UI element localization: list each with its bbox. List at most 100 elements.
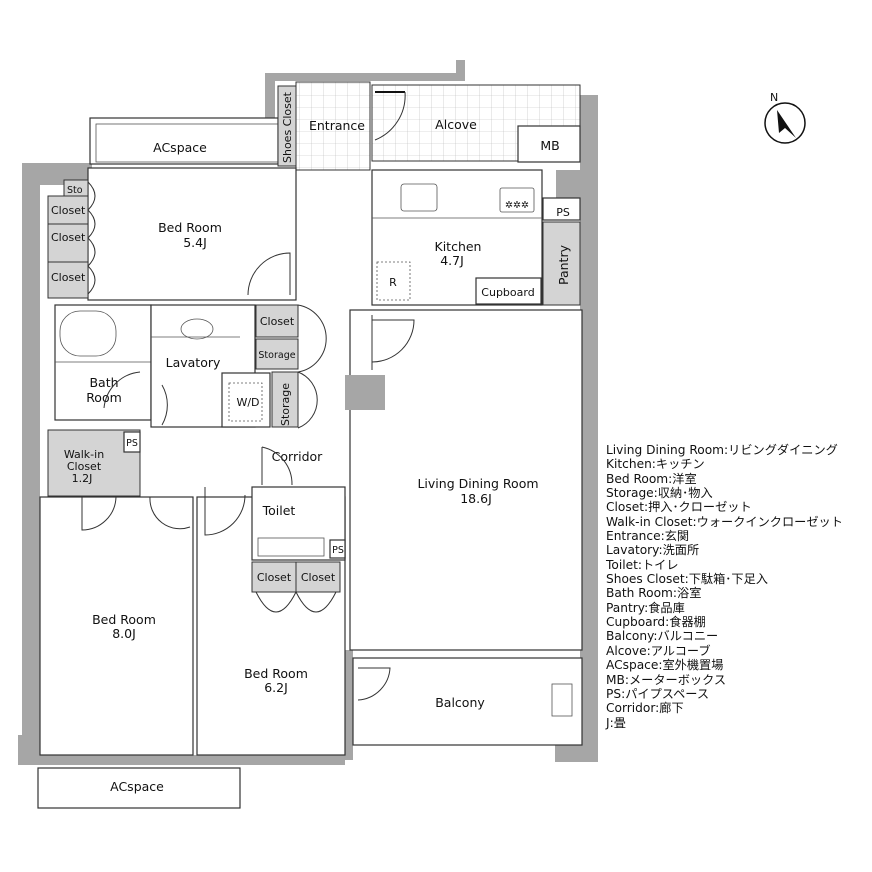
kitchen[interactable]: ✲✲✲ Kitchen 4.7J R Cupboard: [371, 169, 543, 306]
shoes-closet[interactable]: Shoes Closet: [277, 85, 297, 167]
svg-text:6.2J: 6.2J: [264, 680, 288, 695]
lav-closet[interactable]: Closet: [255, 304, 299, 338]
svg-text:Cupboard: Cupboard: [481, 286, 534, 299]
svg-text:PS: PS: [332, 545, 344, 556]
svg-text:Bath: Bath: [89, 375, 118, 390]
svg-text:Pantry: Pantry: [556, 244, 571, 285]
bedroom-closets[interactable]: Sto Closet Closet Closet: [47, 179, 96, 299]
svg-text:Closet: Closet: [257, 571, 292, 584]
svg-text:1.2J: 1.2J: [72, 472, 93, 485]
toilet[interactable]: Toilet PS: [251, 486, 346, 561]
stove-icon: [499, 187, 535, 213]
svg-text:Closet: Closet: [67, 460, 102, 473]
legend-item: Balcony:バルコニー: [606, 629, 719, 644]
legend-item: Closet:押入･クローゼット: [606, 500, 752, 515]
svg-text:Closet: Closet: [51, 271, 86, 284]
entrance[interactable]: Entrance: [295, 81, 371, 171]
bathtub-icon: [59, 310, 117, 357]
bedroom-8-0[interactable]: Bed Room 8.0J: [39, 496, 194, 756]
svg-text:MB: MB: [540, 138, 559, 153]
north-arrow-icon: N: [764, 91, 806, 144]
bedroom-5-4[interactable]: Bed Room 5.4J: [87, 167, 297, 301]
svg-text:Kitchen: Kitchen: [435, 239, 482, 254]
svg-text:Toilet: Toilet: [262, 503, 296, 518]
svg-text:Alcove: Alcove: [435, 117, 477, 132]
bedroom-6-2[interactable]: Bed Room 6.2J: [196, 487, 346, 756]
svg-text:Closet: Closet: [260, 315, 295, 328]
svg-text:Living Dining Room: Living Dining Room: [417, 476, 538, 491]
svg-text:Shoes Closet: Shoes Closet: [281, 91, 294, 163]
svg-text:Storage: Storage: [258, 350, 295, 361]
toilet-closets[interactable]: Closet Closet: [251, 561, 341, 613]
svg-text:Lavatory: Lavatory: [166, 355, 221, 370]
legend-item: Toilet:トイレ: [606, 557, 679, 572]
legend-item: Kitchen:キッチン: [606, 457, 705, 472]
legend-item: ACspace:室外機置場: [606, 658, 724, 673]
toilet-fixture: [257, 537, 325, 557]
washer-dryer: W/D: [221, 372, 271, 428]
bedroom-door[interactable]: [247, 252, 291, 296]
svg-text:18.6J: 18.6J: [460, 491, 492, 506]
legend-item: Entrance:玄関: [606, 529, 690, 544]
bath-room[interactable]: Bath Room: [54, 304, 152, 421]
svg-text:Bed Room: Bed Room: [92, 612, 156, 627]
living-dining-room[interactable]: Living Dining Room 18.6J: [345, 309, 583, 651]
legend-item: Cupboard:食器棚: [606, 615, 706, 630]
svg-text:PS: PS: [556, 206, 570, 219]
svg-text:PS: PS: [126, 438, 138, 449]
svg-text:ACspace: ACspace: [153, 140, 207, 155]
acspace-bottom: ACspace: [37, 767, 241, 809]
svg-text:N: N: [770, 91, 778, 104]
ps-kitchen: PS: [542, 197, 581, 221]
pantry[interactable]: Pantry: [542, 221, 581, 306]
washbasin-icon: [180, 318, 214, 340]
closet-doors[interactable]: [297, 304, 327, 429]
lav-storage[interactable]: Storage: [255, 338, 299, 370]
walk-in-closet[interactable]: Walk-in Closet 1.2J PS: [47, 429, 141, 497]
legend-item: Corridor:廊下: [606, 701, 684, 716]
living-door: [371, 315, 415, 370]
svg-text:Room: Room: [86, 390, 122, 405]
svg-text:Corridor: Corridor: [272, 449, 323, 464]
corridor: Corridor: [261, 446, 323, 486]
svg-text:W/D: W/D: [236, 396, 259, 409]
bedroom-door: [204, 487, 246, 536]
legend-item: Pantry:食品庫: [606, 600, 685, 615]
svg-text:Balcony: Balcony: [435, 695, 485, 710]
bedroom-door: [81, 496, 191, 531]
svg-text:Entrance: Entrance: [309, 118, 365, 133]
legend-item: Alcove:アルコーブ: [606, 643, 711, 658]
svg-text:Bed Room: Bed Room: [158, 220, 222, 235]
balcony: Balcony: [352, 657, 583, 746]
lavatory-door: [161, 384, 168, 426]
svg-text:R: R: [389, 276, 397, 289]
mb-box[interactable]: MB: [517, 125, 581, 163]
svg-text:8.0J: 8.0J: [112, 626, 136, 641]
svg-text:Closet: Closet: [301, 571, 336, 584]
svg-text:Storage: Storage: [279, 383, 292, 426]
legend-item: Shoes Closet:下駄箱･下足入: [606, 572, 768, 587]
legend-item: Lavatory:洗面所: [606, 543, 700, 558]
legend-item: Bed Room:洋室: [606, 471, 697, 486]
legend-item: PS:パイプスペース: [606, 686, 710, 701]
legend-item: Storage:収納･物入: [606, 486, 713, 501]
storage-vertical[interactable]: Storage: [271, 371, 299, 428]
acspace-top: ACspace: [89, 117, 279, 165]
refrigerator: [376, 261, 411, 301]
svg-text:Closet: Closet: [51, 204, 86, 217]
entrance-door-swing: [374, 91, 406, 141]
bath-door: [103, 371, 141, 409]
legend-item: Bath Room:浴室: [606, 586, 702, 601]
svg-text:ACspace: ACspace: [110, 779, 164, 794]
svg-text:4.7J: 4.7J: [440, 253, 464, 268]
legend-item: J:畳: [606, 715, 626, 730]
legend-item: Living Dining Room:リビングダイニング: [606, 443, 838, 457]
legend-item: Walk-in Closet:ウォークインクローゼット: [606, 514, 843, 529]
burner-icons: ✲✲✲: [505, 200, 529, 211]
svg-text:5.4J: 5.4J: [183, 235, 207, 250]
sink-icon: [400, 183, 438, 212]
svg-text:Sto: Sto: [67, 185, 83, 196]
svg-text:Walk-in: Walk-in: [64, 448, 104, 461]
